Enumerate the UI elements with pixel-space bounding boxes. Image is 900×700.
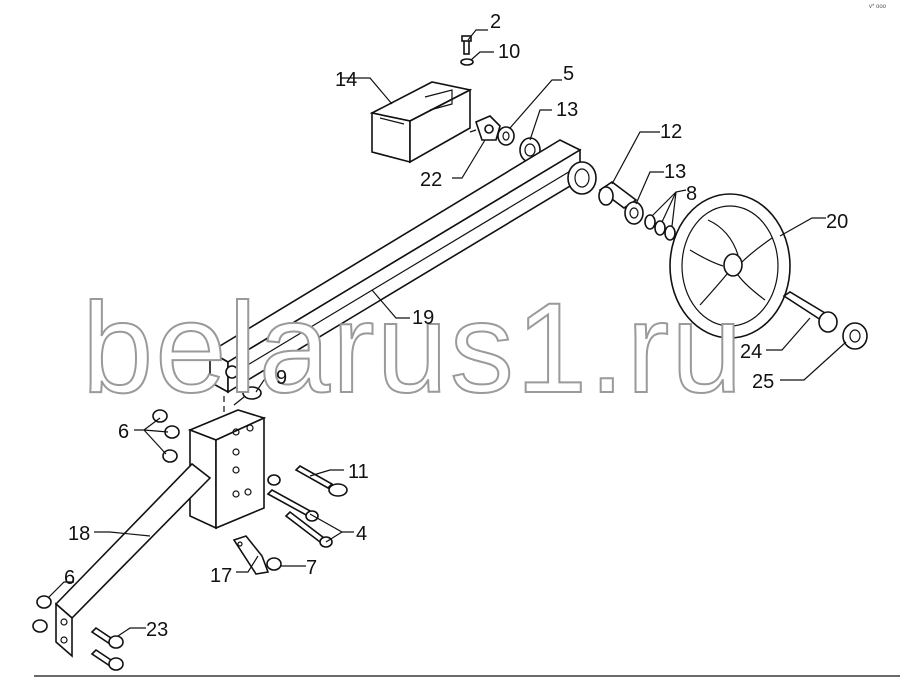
part-4-bolts xyxy=(266,474,333,548)
part-14-cover xyxy=(369,81,473,164)
callout-25: 25 xyxy=(752,371,774,393)
part-7-nut xyxy=(266,557,282,571)
callout-9: 9 xyxy=(276,367,287,389)
callout-19: 19 xyxy=(412,307,434,329)
part-20-wheel xyxy=(669,193,791,339)
callout-11: 11 xyxy=(348,461,369,483)
part-22-bracket xyxy=(469,115,501,141)
callout-23: 23 xyxy=(146,619,168,641)
mounting-bracket xyxy=(187,409,267,530)
callout-12: 12 xyxy=(660,121,682,143)
callout-6-lower: 6 xyxy=(64,567,75,589)
part-24-axle-bolt xyxy=(782,291,838,333)
callout-20: 20 xyxy=(826,211,848,233)
callout-14: 14 xyxy=(335,69,357,91)
callout-2: 2 xyxy=(490,11,501,33)
callout-labels: 2 10 5 14 13 22 12 13 8 20 19 24 25 9 6 … xyxy=(64,11,848,641)
part-13-bearing-lower xyxy=(624,201,644,225)
part-17-clip xyxy=(232,535,270,575)
part-11-eye-bolt xyxy=(294,465,348,497)
callout-4: 4 xyxy=(356,523,367,545)
part-10-washer xyxy=(460,58,474,66)
corner-mark: v* ooo xyxy=(868,4,886,10)
part-23-bolts xyxy=(90,626,124,671)
callout-17: 17 xyxy=(210,565,232,587)
watermark: belarus1.ru xyxy=(82,277,744,420)
callout-22: 22 xyxy=(420,169,442,191)
part-6-nuts-lower xyxy=(32,595,52,633)
callout-6-upper: 6 xyxy=(118,421,129,443)
part-19-beam xyxy=(208,139,597,394)
part-2-bolt xyxy=(461,35,472,55)
callout-13-upper: 13 xyxy=(556,99,578,121)
callout-18: 18 xyxy=(68,523,90,545)
callout-13-lower: 13 xyxy=(664,161,686,183)
part-9-pin xyxy=(233,386,262,406)
part-25-nut xyxy=(842,322,868,350)
callout-5: 5 xyxy=(563,63,574,85)
part-18-arm xyxy=(54,462,212,658)
callout-8: 8 xyxy=(686,183,697,205)
part-5-bushing xyxy=(497,126,515,146)
part-12-sleeve xyxy=(598,181,638,209)
callout-24: 24 xyxy=(740,341,762,363)
part-8-rings xyxy=(644,214,676,241)
callout-7: 7 xyxy=(306,557,317,579)
leader-lines xyxy=(47,29,847,637)
callout-10: 10 xyxy=(498,41,520,63)
